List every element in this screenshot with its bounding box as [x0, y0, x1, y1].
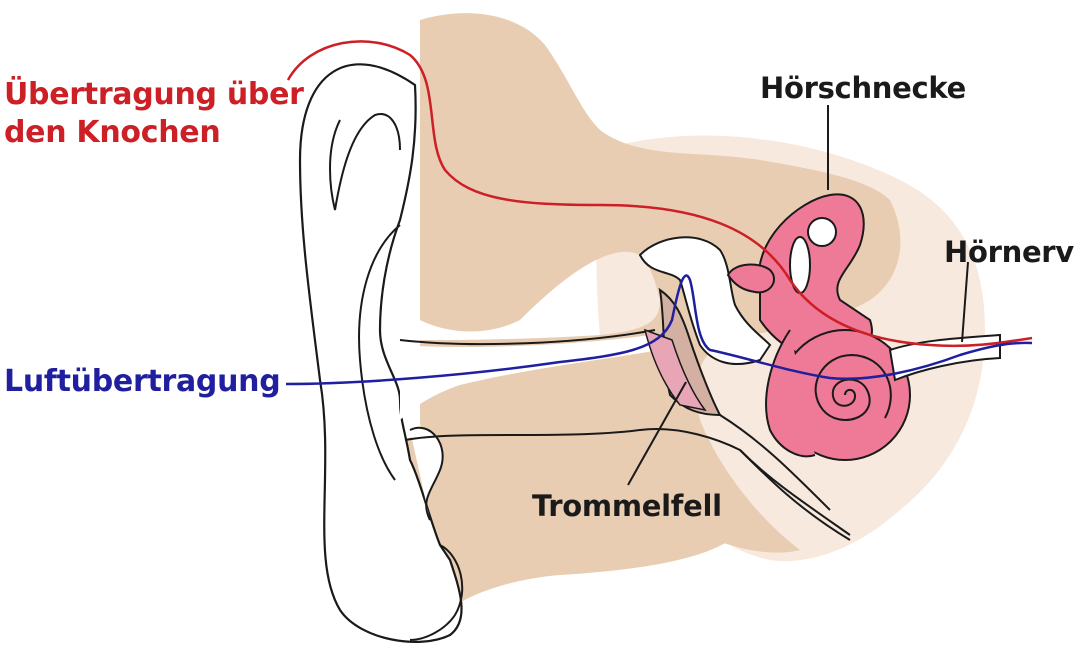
nerve-leader-line — [961, 261, 969, 343]
auricle — [298, 63, 463, 643]
temporal-bone — [420, 13, 901, 553]
bone-conduction-path — [286, 40, 1033, 348]
bone-conduction-label-line2: den Knochen — [4, 115, 221, 150]
ossicles — [643, 328, 707, 412]
bone-conduction-label-line1: Übertragung über — [4, 77, 304, 112]
eardrum-label: Trommelfell — [532, 489, 722, 523]
auditory-nerve-label: Hörnerv — [944, 235, 1074, 269]
ear-canal-bone-lower — [405, 435, 737, 610]
ear-canal-lower-wall — [404, 428, 851, 541]
antihelix — [358, 224, 401, 481]
auricle-inner-fold — [329, 113, 401, 211]
air-conduction-label: Luftübertragung — [4, 364, 281, 399]
bone-conduction-label: Übertragung über den Knochen — [4, 76, 304, 152]
earlobe — [409, 544, 464, 641]
eardrum-leader-line — [627, 381, 687, 486]
eustachian-tube — [719, 414, 851, 536]
cochlea — [726, 193, 911, 461]
middle-ear-cavity — [638, 236, 772, 365]
tragus — [409, 426, 444, 521]
cochlea-spiral — [814, 353, 892, 421]
air-conduction-path — [285, 274, 1033, 386]
cochlea-label: Hörschnecke — [760, 71, 966, 105]
ear-canal-upper-wall — [399, 329, 656, 346]
